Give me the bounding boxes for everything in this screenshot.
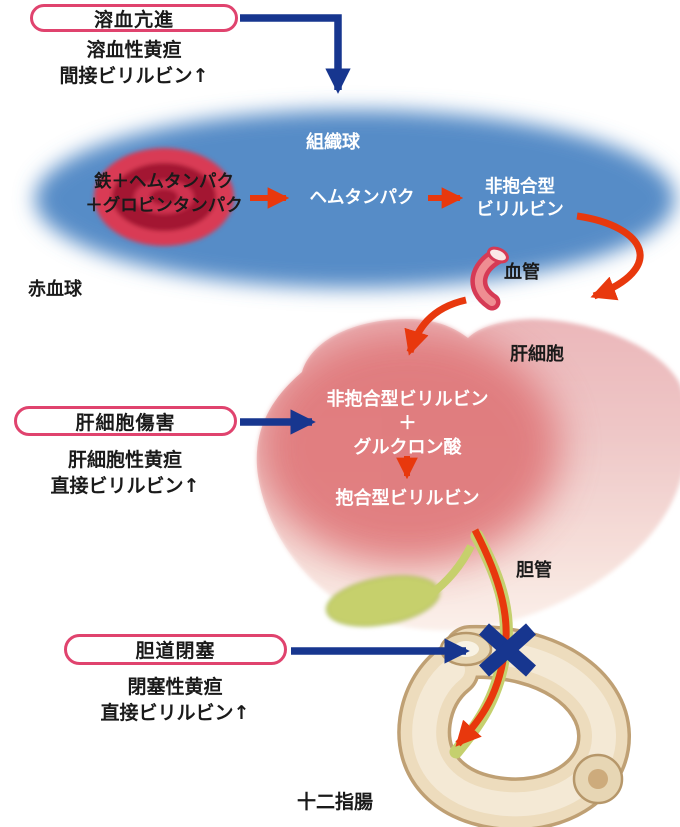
hemolysis-caption: 溶血性黄疸 間接ビリルビン↑ bbox=[16, 37, 252, 89]
hemolysis-jaundice-label: 溶血性黄疸 bbox=[86, 39, 182, 61]
biliary-obstruction-pill-label: 胆道閉塞 bbox=[135, 640, 216, 662]
hepatocellular-bilirubin-label: 直接ビリルビン↑ bbox=[50, 475, 200, 497]
arrow-hemolysis bbox=[240, 14, 351, 94]
hemolysis-bilirubin-label: 間接ビリルビン↑ bbox=[59, 65, 209, 87]
gallbladder-shape bbox=[325, 544, 475, 627]
hepatocyte-injury-pill: 肝細胞傷害 bbox=[14, 406, 237, 436]
hepatocellular-jaundice-label: 肝細胞性黄疸 bbox=[67, 449, 182, 471]
blue-cause-arrows bbox=[240, 14, 470, 664]
hemolysis-pill: 溶血亢進 bbox=[30, 4, 238, 32]
conjugated-bilirubin-label: 抱合型ビリルビン bbox=[335, 488, 480, 509]
obstruction-caption: 閉塞性黄疸 直接ビリルビン↑ bbox=[58, 674, 292, 726]
unconjugated-bilirubin-label: 非抱合型 ビリルビン bbox=[458, 176, 582, 222]
hepatocyte-label: 肝細胞 bbox=[510, 344, 564, 365]
rbc-contents-line2: ＋グロビンタンパク bbox=[85, 196, 243, 216]
unconjugated-line1: 非抱合型 bbox=[485, 177, 555, 197]
liver-inner-highlight bbox=[256, 329, 560, 565]
liver-plus-label: ＋ bbox=[398, 413, 417, 434]
blood-vessel-shape bbox=[470, 246, 509, 311]
vessel-label: 血管 bbox=[504, 262, 540, 283]
histiocyte-label: 組織球 bbox=[306, 132, 360, 153]
hemolysis-pill-label: 溶血亢進 bbox=[93, 8, 174, 31]
arrow-unconjugated-to-vessel bbox=[576, 212, 644, 301]
obstruction-x-mark bbox=[479, 623, 536, 677]
duodenum-label: 十二指腸 bbox=[297, 791, 374, 813]
hepatocellular-caption: 肝細胞性黄疸 直接ビリルビン↑ bbox=[8, 447, 242, 499]
unconjugated-line2: ビリルビン bbox=[476, 200, 564, 220]
bile-duct-label: 胆管 bbox=[516, 560, 552, 581]
obstruction-bilirubin-label: 直接ビリルビン↑ bbox=[100, 702, 250, 724]
heme-protein-label: ヘムタンパク bbox=[309, 188, 415, 208]
rbc-label: 赤血球 bbox=[28, 279, 82, 300]
glucuronic-acid-label: グルクロン酸 bbox=[353, 437, 462, 458]
obstruction-jaundice-label: 閉塞性黄疸 bbox=[127, 676, 223, 698]
liver-unconjugated-label: 非抱合型ビリルビン bbox=[326, 389, 489, 410]
rbc-contents-label: 鉄＋ヘムタンパク ＋グロビンタンパク bbox=[68, 170, 260, 218]
hepatocyte-injury-pill-label: 肝細胞傷害 bbox=[75, 411, 176, 434]
biliary-obstruction-pill: 胆道閉塞 bbox=[64, 634, 287, 665]
rbc-contents-line1: 鉄＋ヘムタンパク bbox=[94, 172, 234, 192]
arrow-vessel-to-liver bbox=[404, 296, 467, 356]
red-blood-cell-shape bbox=[94, 148, 234, 246]
